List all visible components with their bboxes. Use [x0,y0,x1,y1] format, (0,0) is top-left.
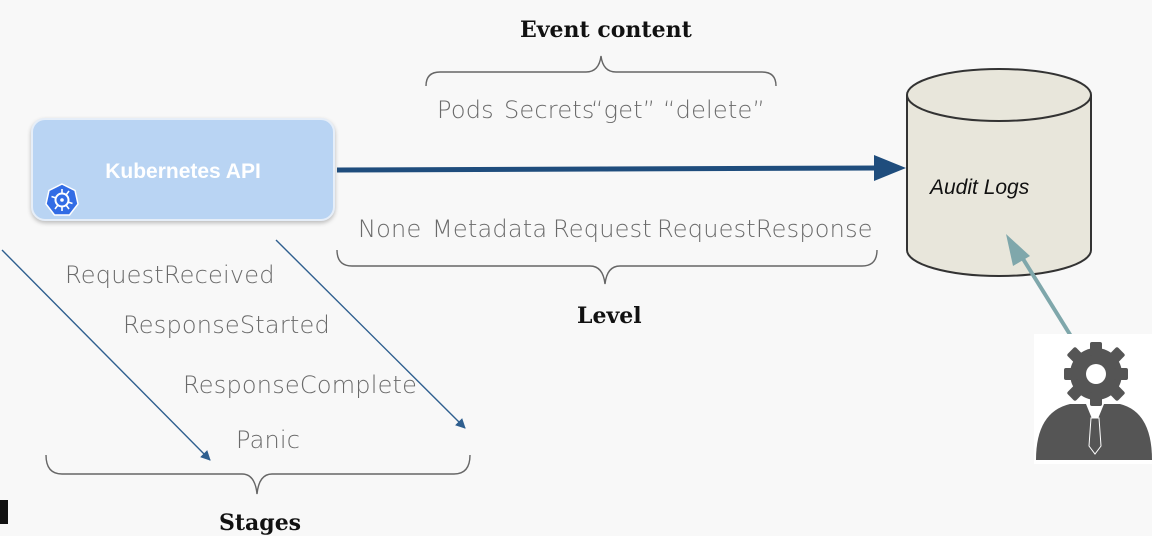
event-content-item-pods: Pods [437,96,494,124]
level-brace [336,249,878,285]
stages-brace [45,454,471,495]
main-flow-arrow [336,155,906,181]
kubernetes-api-label: Kubernetes API [105,160,261,183]
stage-item-panic: Panic [236,426,301,454]
kubernetes-api-box: Kubernetes API [31,118,335,221]
level-item-requestresponse: RequestResponse [657,215,873,243]
stages-heading: Stages [219,510,302,536]
edge-marker [0,500,8,524]
level-item-request: Request [553,215,652,243]
event-content-item-secrets: Secrets [504,96,595,124]
stage-arrow-left [1,249,211,461]
event-content-item-get: “get” [591,96,656,124]
audit-logs-label: Audit Logs [930,176,1030,199]
stage-item-responsestarted: ResponseStarted [123,311,330,339]
level-heading: Level [577,303,642,329]
event-content-heading: Event content [520,17,692,43]
admin-gear-person-icon [1034,334,1152,464]
diagram-canvas [1,55,1152,495]
event-content-brace [425,55,777,87]
stage-item-requestreceived: RequestReceived [65,261,275,289]
level-item-none: None [358,215,422,243]
level-item-metadata: Metadata [432,215,548,243]
stage-arrow-right [275,239,466,429]
stage-item-responsecomplete: ResponseComplete [183,371,418,399]
audit-logs-database [906,68,1092,277]
event-content-item-delete: “delete” [663,96,766,124]
kubernetes-logo-icon [45,183,79,216]
